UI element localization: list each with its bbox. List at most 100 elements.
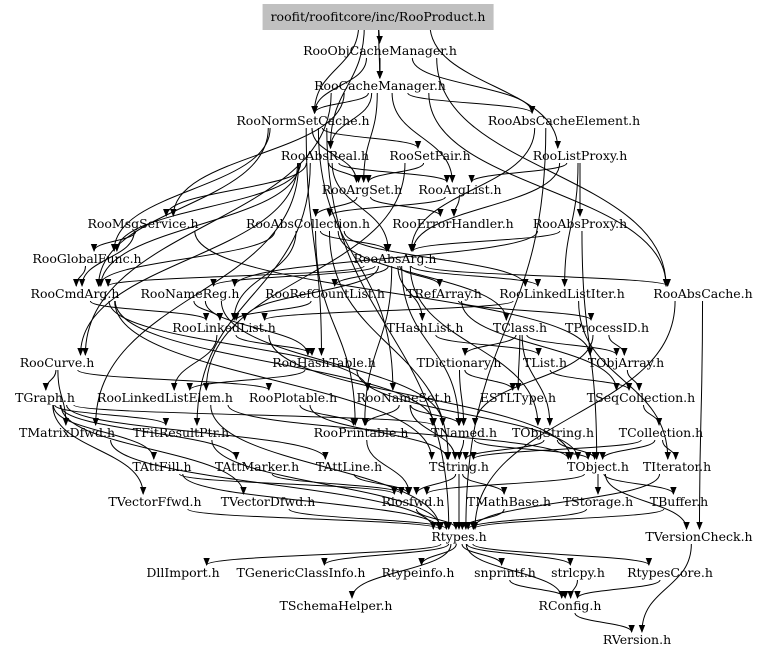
edge-tcollection-h-to-tstring-h [470,439,642,460]
node-roomsgservice-h: RooMsgService.h [87,216,199,231]
edge-tmatrixdfwd-h-to-rtypes-h [110,439,437,530]
edge-tdictionary-h-to-estltype-h [464,369,516,391]
edge-rooabscache-h-to-rtypes-h [471,300,676,530]
node-roocurve-h: RooCurve.h [19,355,95,370]
edge-roonamereg-h-to-roolinkedlist-h [193,300,224,321]
edge-roohashtable-h-to-roolinkedlistelem-h [186,369,306,391]
edge-rooabscacheelement-h-to-rtypes-h [462,127,547,530]
edge-rooabsreal-h-to-rooglobalfunc-h [113,162,302,252]
edge-tvectorffwd-h-to-rtypes-h [187,508,443,530]
edge-tobjstring-h-to-tstring-h [462,439,545,460]
edge-roofit-roofitcore-inc-rooproduct-h-to-rooabsreal-h [327,23,365,149]
edge-rooabsreal-h-to-tfitresultptr-h [193,162,311,426]
node-rooabscache-h: RooAbsCache.h [653,286,753,301]
edge-roocmdarg-h-to-tstring-h [114,300,435,460]
edge-roolinkedlistiter-h-to-roolinkedlist-h [261,300,514,321]
node-rversion-h: RVersion.h [602,632,672,647]
edge-tdictionary-h-to-tnamed-h [458,369,467,426]
edge-roonormsetcache-h-to-roosetpair-h [321,127,422,149]
node-rtypes-h: Rtypes.h [431,529,487,544]
node-riosfwd-h: Riosfwd.h [381,494,445,509]
node-tlist-h: TList.h [522,355,568,370]
edge-tclass-h-to-tobjarray-h [526,334,620,356]
edge-rtypes-h-to-strlcpy-h [466,543,574,566]
edge-roocachemanager-h-to-roonormsetcache-h [311,92,369,114]
edge-rooabsarg-h-to-roorefcountlist-h [331,265,389,287]
edge-tgraph-h-to-tfitresultptr-h [54,404,170,426]
edge-rooabsarg-h-to-roonamereg-h [210,265,376,287]
edge-roocachemanager-h-to-rooabsreal-h [327,92,373,149]
edge-tobject-h-to-riosfwd-h [423,473,585,495]
edge-tclass-h-to-tobjstring-h [521,334,554,426]
node-rooargset-h: RooArgSet.h [321,182,403,197]
edge-roonamereg-h-to-roohashtable-h [204,300,312,356]
node-rooabscollection-h: RooAbsCollection.h [245,216,371,231]
edge-roocmdarg-h-to-roonameset-h [108,300,371,391]
edge-rooabsproxy-h-to-roonamereg-h [231,230,539,287]
edge-rooplotable-h-to-rooprintable-h [299,404,357,426]
node-tcollection-h: TCollection.h [618,425,704,440]
edge-tobject-h-to-tversioncheck-h [604,473,690,530]
edge-rooabsarg-h-to-rooprintable-h [361,265,393,426]
node-snprintf-h: snprintf.h [474,565,536,580]
edge-rooobjcachemanager-h-to-rooabscacheelement-h [411,57,536,114]
edge-rconfig-h-to-rversion-h [574,612,635,633]
edge-tattline-h-to-riosfwd-h [353,473,412,495]
edge-tcollection-h-to-tobject-h [599,439,656,460]
edge-rtypes-h-to-snprintf-h [461,543,505,566]
edge-rooabscache-h-to-tversioncheck-h [696,300,704,530]
edge-roonameset-h-to-tstring-h [409,404,459,460]
edge-roonormsetcache-h-to-rooargset-h [311,127,360,183]
edge-tvectordfwd-h-to-rtypes-h [288,508,450,530]
edge-rooabsreal-h-to-rooargset-h [328,162,362,183]
node-roocmdarg-h: RooCmdArg.h [30,286,120,301]
edge-snprintf-h-to-rconfig-h [509,579,569,599]
edge-roolinkedlistiter-h-to-titerator-h [578,300,671,460]
edge-roocachemanager-h-to-rooabscache-h [428,92,670,287]
edge-tlist-h-to-tseqcollection-h [549,369,633,391]
node-roonormsetcache-h: RooNormSetCache.h [236,113,370,128]
root-node[interactable]: roofit/roofitcore/inc/RooProduct.h [262,4,494,30]
edge-roonameset-h-to-rooprintable-h [362,404,400,426]
edge-rtypes-h-to-rconfig-h [465,543,565,599]
edge-rooabsreal-h-to-roomsgservice-h [163,162,307,217]
edge-tnamed-h-to-tobject-h [473,439,592,460]
node-roolistproxy-h: RooListProxy.h [532,148,628,163]
edge-rtypes-h-to-dllimport-h [203,543,442,566]
edge-tattmarker-h-to-riosfwd-h [271,473,405,495]
edge-roonamereg-h-to-tnamed-h [220,300,446,426]
edge-rooabsarg-h-to-rooabscache-h [424,265,671,287]
edge-tgraph-h-to-tvectorffwd-h [52,404,147,495]
edge-roocmdarg-h-to-tnamed-h [114,300,437,426]
edge-tobject-h-to-tbuffer-h [603,473,677,495]
edge-rooabsarg-h-to-tobjstring-h [409,265,542,426]
edge-rooabsarg-h-to-roolinkedlistiter-h [410,265,541,287]
edge-tobjarray-h-to-tseqcollection-h [626,369,643,391]
edge-roocachemanager-h-to-rooarglist-h [391,92,456,183]
node-dllimport-h: DllImport.h [146,565,220,580]
edge-tgraph-h-to-tnamed-h [73,404,436,426]
edge-rtypes-h-to-rtypescore-h [472,543,652,566]
node-rtypeinfo-h: Rtypeinfo.h [381,565,455,580]
edge-tgraph-h-to-tattmarker-h [59,404,240,460]
node-tversioncheck-h: TVersionCheck.h [645,529,753,544]
edge-tclass-h-to-tdictionary-h [461,334,517,356]
edge-tgraph-h-to-tattline-h [66,404,329,460]
edge-rooargset-h-to-rooerrorhandler-h [369,196,444,217]
edge-riosfwd-h-to-rtypes-h [415,508,460,530]
edge-rooabsproxy-h-to-rooabsarg-h [409,230,561,252]
edge-rooabsreal-h-to-rooabsarg-h [331,162,392,252]
node-tgenericclassinfo-h: TGenericClassInfo.h [236,565,366,580]
edge-roolistproxy-h-to-rooarglist-h [468,162,568,183]
node-roolinkedlistiter-h: RooLinkedListIter.h [499,286,625,301]
edge-roorefcountlist-h-to-roolinkedlist-h [232,300,312,321]
edge-rooplotable-h-to-tstring-h [309,404,451,460]
edge-roonormsetcache-h-to-rtypes-h [326,127,452,530]
node-rooprintable-h: RooPrintable.h [313,425,409,440]
edge-rooabsreal-h-to-tmatrixdfwd-h [92,162,300,426]
node-tstring-h: TString.h [429,459,489,474]
edge-tmathbase-h-to-rtypes-h [459,508,505,530]
edge-rooabsproxy-h-to-tobject-h [581,230,600,460]
